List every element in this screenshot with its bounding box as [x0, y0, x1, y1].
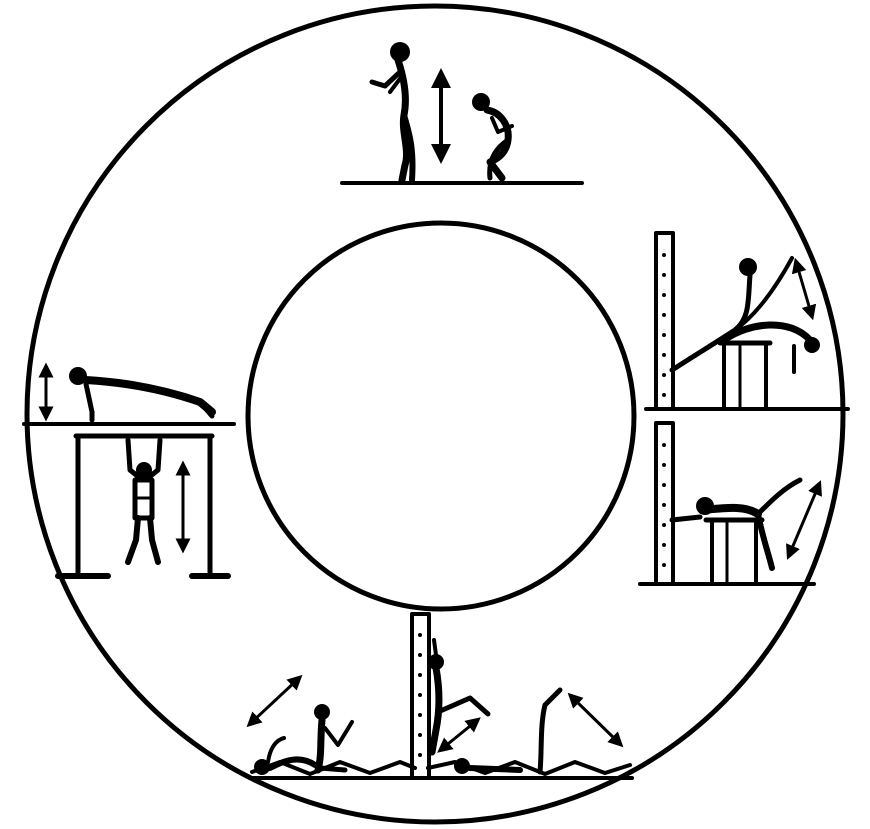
back-raise-figure-icon: [672, 480, 800, 568]
situp-figure-right-icon: [454, 690, 560, 774]
situp-arrow-left-icon: [252, 680, 297, 722]
bench-icon: [720, 343, 770, 409]
situp-figure-left-icon: [254, 738, 315, 775]
station-wall-bar-back-raise: [640, 423, 818, 584]
wall-bars: [656, 233, 673, 409]
situp-arrow-right-icon: [573, 698, 618, 742]
bench-icon: [706, 520, 762, 584]
outer-ring: [27, 6, 843, 822]
hanging-figure-icon: [128, 440, 160, 562]
back-raise-arrow-icon: [790, 487, 818, 553]
station-push-ups: [24, 367, 234, 424]
leg-raise-arrow-icon: [797, 265, 811, 313]
climb-arrow-icon: [443, 722, 475, 748]
leg-raise-figure-icon: [672, 258, 820, 372]
situp-figure-sitting-icon: [314, 704, 352, 770]
inner-ring: [248, 223, 634, 609]
station-situp-climb: [252, 614, 632, 778]
pull-up-bar-icon: [58, 436, 228, 576]
standing-figure-icon: [372, 42, 413, 180]
station-squat-jumps: [342, 42, 582, 183]
push-up-figure-icon: [69, 367, 212, 420]
station-wall-bar-leg-raise: [646, 233, 848, 409]
squatting-figure-icon: [472, 93, 512, 178]
station-pull-ups: [58, 436, 228, 576]
